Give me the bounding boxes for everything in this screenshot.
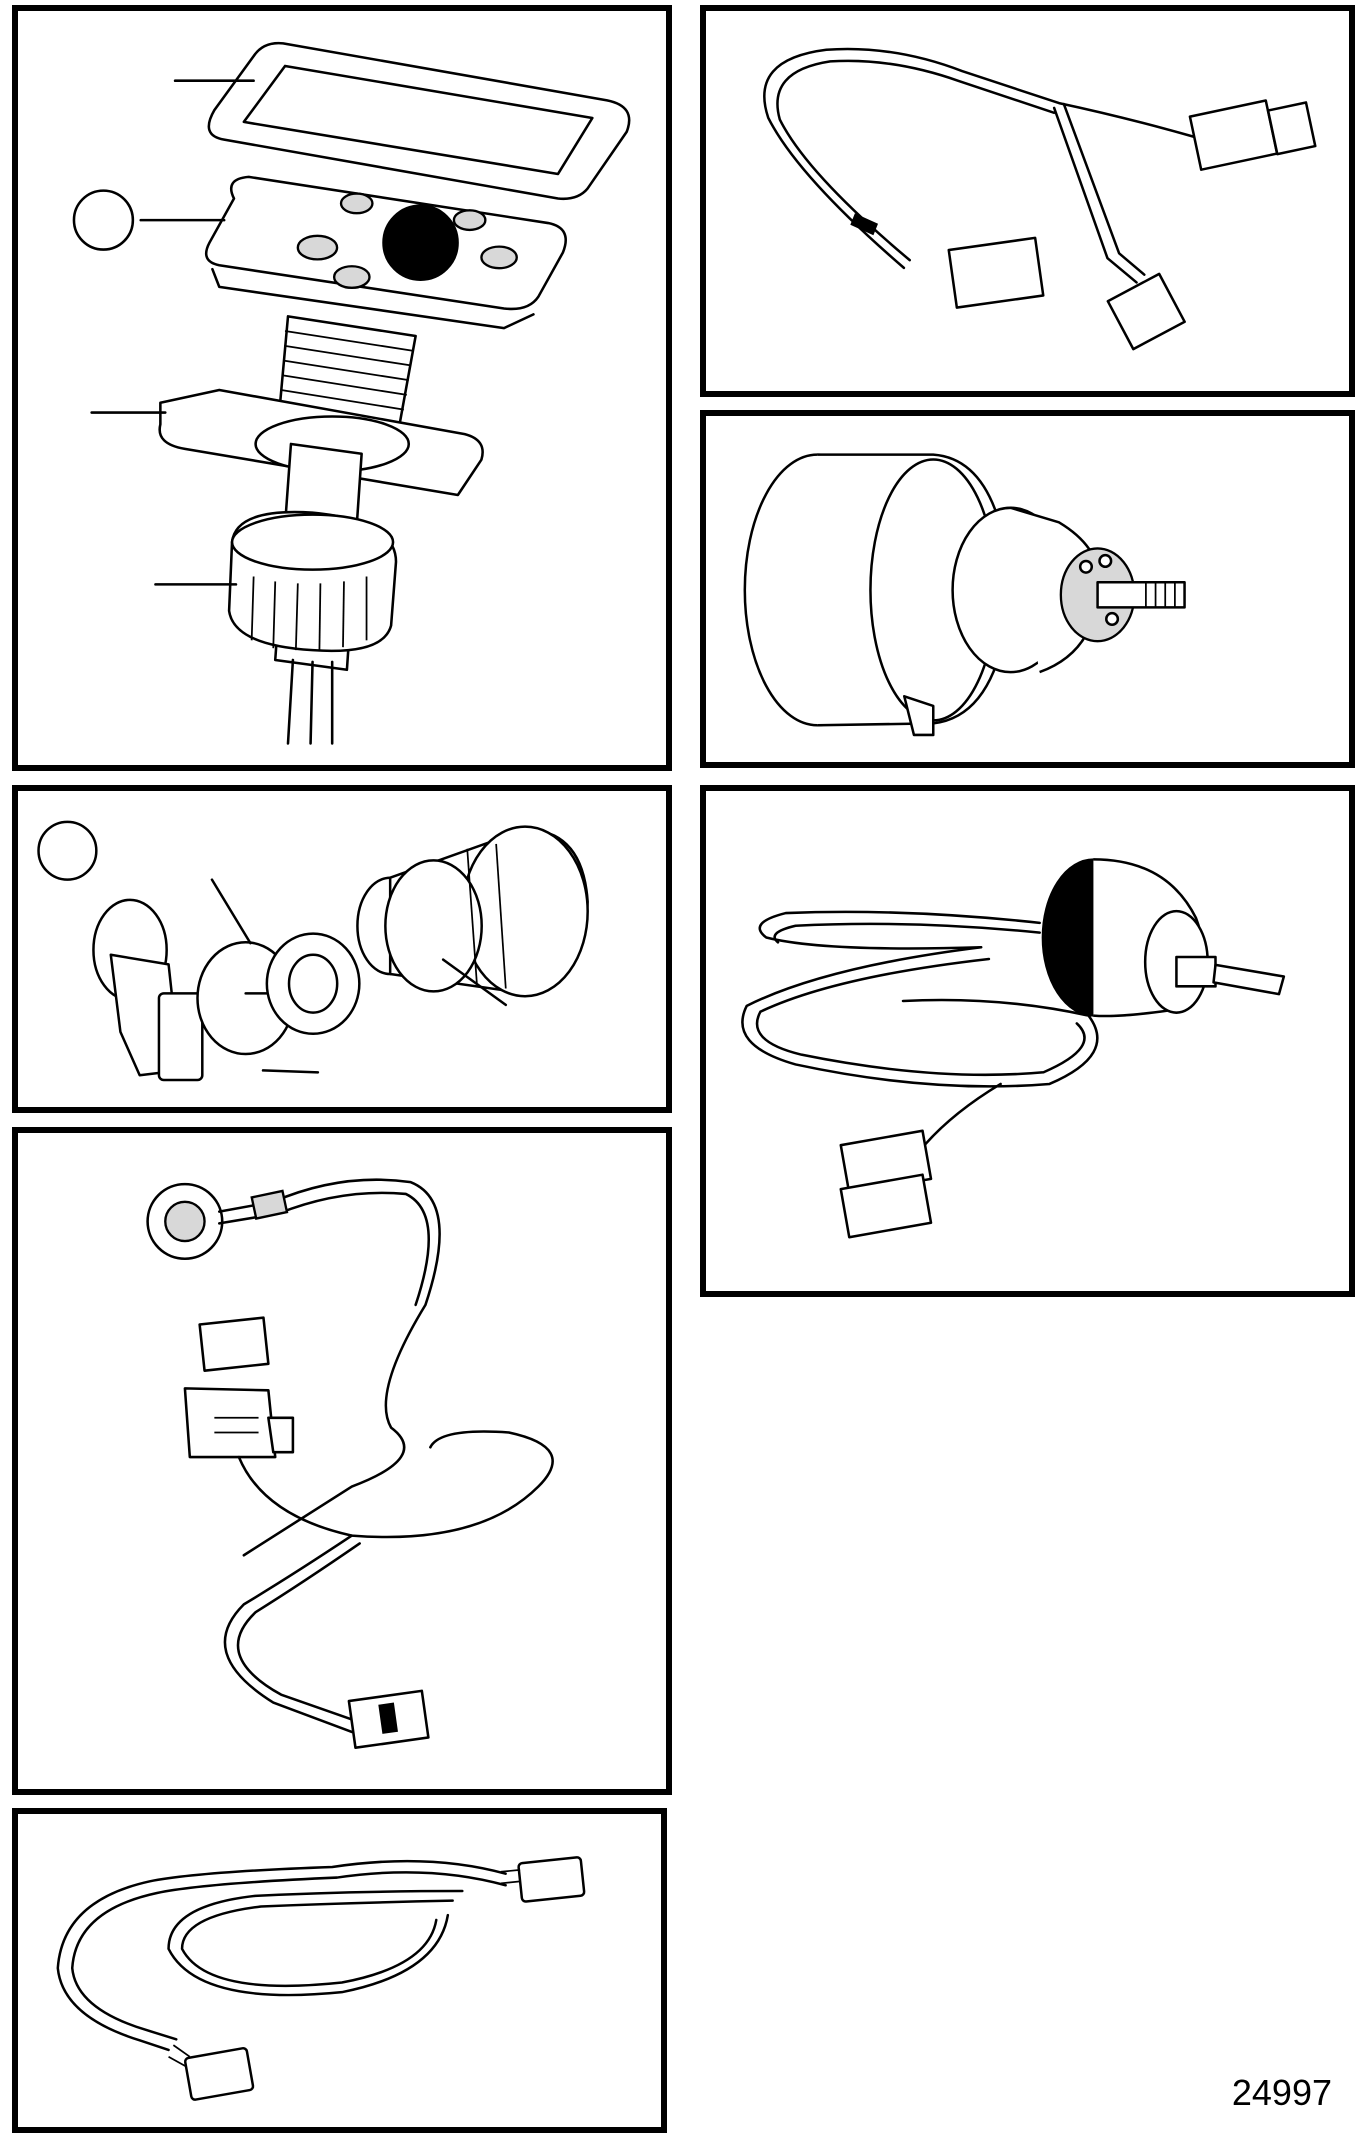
extension-cable-drawing — [56, 1856, 586, 2101]
panel-key-switch — [12, 785, 672, 1113]
panel-relay-harness — [12, 1127, 672, 1795]
panel-gauge — [700, 410, 1355, 768]
panel-control-assembly — [12, 5, 672, 771]
relay-harness-drawing — [146, 1178, 554, 1750]
gauge-drawing — [743, 453, 1186, 737]
panel-extension-cable — [12, 1808, 667, 2133]
panel-coiled-sender — [700, 785, 1355, 1297]
figure-number: 24997 — [1231, 2072, 1332, 2113]
control-assembly-drawing — [72, 41, 631, 745]
coiled-sender-drawing — [741, 858, 1286, 1239]
y-harness-drawing — [763, 47, 1317, 351]
key-switch-drawing — [37, 820, 589, 1082]
panel-y-harness — [700, 5, 1355, 397]
